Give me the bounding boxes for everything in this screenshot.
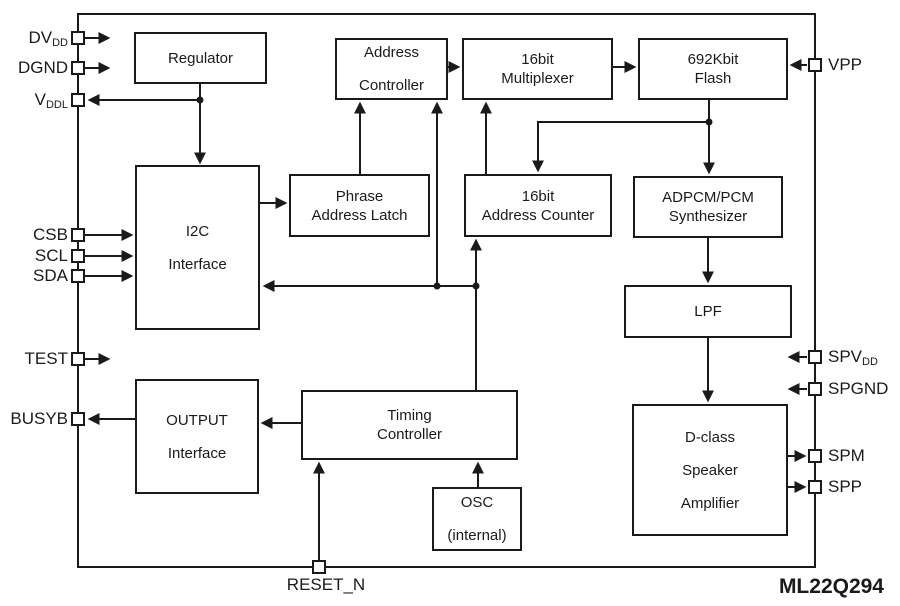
pin-square-spm bbox=[808, 449, 822, 463]
block-label-line: OUTPUT bbox=[166, 411, 228, 429]
pin-label-spp: SPP bbox=[828, 477, 862, 497]
pin-label-text: SPV bbox=[828, 347, 863, 366]
block-i2c-interface: I2C Interface bbox=[135, 165, 260, 330]
part-number-label: ML22Q294 bbox=[778, 575, 884, 598]
junction-dot bbox=[472, 282, 480, 290]
pin-label-spvdd: SPVDD bbox=[828, 347, 878, 369]
pin-label-vddl: VDDL bbox=[35, 90, 68, 112]
pin-label-dgnd: DGND bbox=[18, 58, 68, 78]
pin-label-csb: CSB bbox=[33, 225, 68, 245]
connector-flash-branch-to-address-counter bbox=[532, 121, 709, 173]
block-label-line: Speaker bbox=[682, 461, 738, 479]
junction-dot bbox=[705, 118, 713, 126]
block-label-line: Controller bbox=[358, 77, 425, 94]
pin-label-spm: SPM bbox=[828, 446, 865, 466]
pin-square-spvdd bbox=[808, 350, 822, 364]
pin-label-scl: SCL bbox=[35, 246, 68, 266]
block-regulator: Regulator bbox=[134, 32, 267, 84]
junction-dot bbox=[433, 282, 441, 290]
pin-label-subscript: DDL bbox=[45, 99, 68, 111]
pin-label-text: RESET_N bbox=[286, 575, 366, 594]
pin-square-dvdd bbox=[71, 31, 85, 45]
pin-label-subscript: DD bbox=[862, 356, 878, 368]
block-label-line: Address bbox=[363, 44, 420, 61]
block-label-line: Interface bbox=[168, 255, 227, 273]
block-label-line: Amplifier bbox=[680, 494, 740, 512]
pin-label-text: DV bbox=[28, 28, 53, 47]
pin-square-sda bbox=[71, 269, 85, 283]
pin-label-dvdd: DVDD bbox=[28, 28, 68, 50]
pin-square-csb bbox=[71, 228, 85, 242]
pin-label-text: TEST bbox=[24, 349, 68, 368]
pin-label-text: VPP bbox=[828, 55, 863, 74]
block-output-interface: OUTPUT Interface bbox=[135, 379, 259, 494]
pin-label-busyb: BUSYB bbox=[10, 409, 68, 429]
pin-label-text: CSB bbox=[33, 225, 68, 244]
pin-square-scl bbox=[71, 249, 85, 263]
block-label-line: Multiplexer bbox=[501, 70, 574, 87]
pin-square-vddl bbox=[71, 93, 85, 107]
pin-label-reset-n: RESET_N bbox=[287, 575, 365, 595]
pin-square-busyb bbox=[71, 412, 85, 426]
block-label-line: LPF bbox=[694, 303, 722, 320]
block-lpf: LPF bbox=[624, 285, 792, 338]
pin-label-subscript: DD bbox=[52, 37, 68, 49]
pin-square-spp bbox=[808, 480, 822, 494]
block-label-line: Interface bbox=[167, 444, 227, 462]
pin-label-text: BUSYB bbox=[10, 409, 68, 428]
block-label-line: Synthesizer bbox=[668, 208, 748, 225]
block-label-line: 16bit bbox=[521, 51, 554, 68]
block-label-line: D-class bbox=[684, 428, 735, 446]
block-label-line: 692Kbit bbox=[687, 51, 739, 68]
block-label-line: Address Latch bbox=[311, 206, 408, 224]
pin-label-text: SCL bbox=[34, 246, 68, 265]
block-label-line: Controller bbox=[376, 426, 443, 443]
block-label-line: OSC bbox=[460, 494, 494, 511]
block-adpcm-pcm-synthesizer: ADPCM/PCM Synthesizer bbox=[633, 176, 783, 238]
block-osc-internal: OSC (internal) bbox=[432, 487, 522, 551]
block-label-line: 16bit bbox=[521, 187, 555, 205]
block-label-line: Phrase bbox=[335, 187, 384, 205]
pin-label-spgnd: SPGND bbox=[828, 379, 888, 399]
pin-label-sda: SDA bbox=[33, 266, 68, 286]
pin-label-text: SDA bbox=[33, 266, 68, 285]
pin-label-vpp: VPP bbox=[828, 55, 862, 75]
pin-square-spgnd bbox=[808, 382, 822, 396]
junction-dot bbox=[196, 96, 204, 104]
block-label-line: ADPCM/PCM bbox=[662, 189, 754, 206]
block-label-line: Regulator bbox=[167, 49, 234, 67]
pin-label-text: SPGND bbox=[828, 379, 889, 398]
block-label-line: Address Counter bbox=[481, 206, 595, 224]
block-label-line: (internal) bbox=[447, 527, 507, 544]
pin-square-reset-n bbox=[312, 560, 326, 574]
pin-square-vpp bbox=[808, 58, 822, 72]
pin-square-dgnd bbox=[71, 61, 85, 75]
pin-label-text: V bbox=[34, 90, 46, 109]
block-label-line: Flash bbox=[694, 70, 732, 87]
chip-boundary bbox=[77, 13, 816, 568]
pin-label-text: SPP bbox=[828, 477, 863, 496]
block-label-line: I2C bbox=[185, 222, 210, 240]
pin-label-text: SPM bbox=[828, 446, 865, 465]
pin-label-text: DGND bbox=[17, 58, 68, 77]
block-label-line: Timing bbox=[387, 407, 432, 424]
pin-label-test: TEST bbox=[25, 349, 68, 369]
pin-square-test bbox=[71, 352, 85, 366]
